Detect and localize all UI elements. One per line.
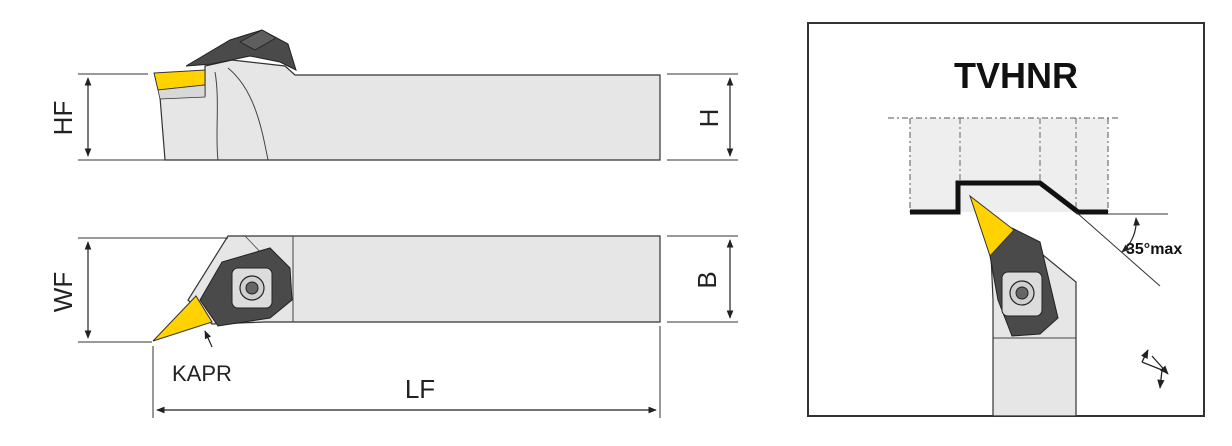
machined-profile [910,180,1108,215]
insert-panel [969,194,1015,257]
kapr-label: KAPR [172,361,232,386]
shank-top [187,235,661,325]
wf-dimension: WF [48,237,228,343]
insert-top [152,295,213,342]
workpiece [910,118,1108,212]
side-view [153,29,661,161]
application-panel: TVHNR 35°max [807,22,1205,417]
panel-title: TVHNR [954,55,1078,96]
b-dimension: B [667,235,738,323]
hf-dimension: HF [48,73,165,161]
lf-label: LF [405,374,435,404]
lf-dimension: LF [152,326,661,418]
h-label: H [694,109,724,128]
wf-label: WF [48,272,78,312]
angle-label: 35°max [1126,241,1182,258]
top-view: KAPR [152,235,661,386]
b-label: B [692,271,722,288]
h-dimension: H [667,73,738,161]
feed-direction-arrows-icon [1141,349,1169,389]
hf-label: HF [48,101,78,136]
